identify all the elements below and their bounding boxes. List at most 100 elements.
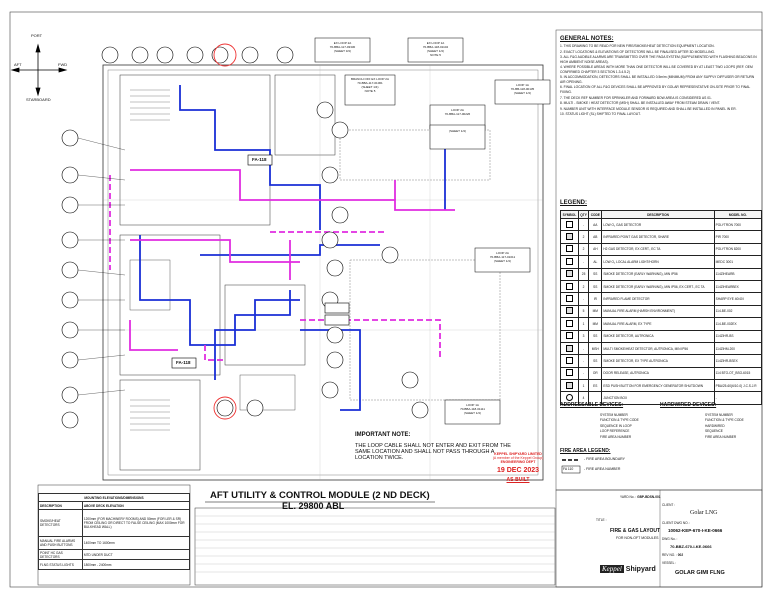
legend-code: SS [588,354,603,368]
legend-symbol [560,267,579,281]
dwg-no: 70-BBZ-670-I-KE-0666 [670,544,712,549]
legend-symbol [560,292,579,306]
keppel-logo: Keppel Shipyard [600,565,656,573]
legend-model: 114ZIHM-200 [713,341,763,356]
legend-symbol [560,317,579,331]
legend-qty: - [577,292,590,306]
legend-description: SMOKE DETECTOR, AUTRONICA [601,329,715,343]
compass-fwd: FWD [58,62,68,67]
legend-symbol-icon [565,369,573,377]
note-item: 8. MULTI - SMOKE / HEAT DETECTOR (MSH) S… [560,101,721,106]
legend-symbol [560,242,579,257]
legend-symbol [560,379,579,393]
legend-description: DOOR RELEASE, AUTRONICA [601,366,715,381]
fire-area-boundary: - FIRE AREA BOUNDARY [584,457,625,461]
legend-symbol [560,217,579,232]
legend-description: SMOKE DETECTOR, EX TYPE AUTRONICA [601,354,715,368]
legend-description: ESD PUSH BUTTON FOR EMERGENCY GENERATOR … [601,379,715,393]
title-label: TITLE : [596,518,607,522]
legend-symbol-icon [565,270,573,278]
legend-symbol-icon [565,319,573,327]
legend-table: SYMBOL QTY CODE DESCRIPTION MODEL NO. -A… [560,210,763,405]
leader-lines [77,137,126,396]
yard-no: YARD No. : GBP-BDSN-001 [620,495,661,499]
legend-description: SMOKE DETECTOR (EARLY WARNING), MIN IP56… [601,279,715,294]
legend-symbol-icon [565,295,573,303]
legend-model: SHARP EYE 40/40I [713,292,763,306]
legend-description: H2 GAS DETECTOR, EX CERT., EC TA [601,242,715,257]
legend-symbol [560,341,579,356]
legend-code: AL [588,255,603,269]
legend-model: 114-BE-002EX [713,317,763,331]
legend-title: LEGEND: [560,200,587,206]
loop-wiring-blue [139,85,446,411]
legend-qty: - [577,354,590,368]
fire-area-legend-title: FIRE AREA LEGEND: [560,448,611,454]
fire-area-number: - FIRE AREA NUMBER [584,466,621,471]
client-dwg: 10062-KEP-670-I-KE-0666 [668,528,723,533]
legend-description: MULTI SMOKE/HEAT DETECTOR, AUTRONICA, MI… [601,341,715,356]
note-item: 6. FINAL LOCATION OF ALL F&G DEVICES SHA… [560,85,751,94]
legend-description: MANUAL FIRE ALARM (HARSH ENVIRONMENT) [601,304,715,319]
legend-description: SMOKE DETECTOR (EARLY WARNING), MIN IP56 [601,267,715,281]
legend-qty: 5 [577,304,590,319]
legend-model: 114ZIHEARBEX [713,279,763,294]
note-item: 7. THE DECK REF NUMBER FOR SPRINKLER AND… [560,95,712,100]
legend-model: 114-BE-002 [713,304,763,319]
legend-symbol [560,255,579,269]
legend-symbol [560,304,579,319]
client-dwg-label: CLIENT DWG NO. : [662,521,691,525]
legend-symbol-icon [565,220,573,228]
compass-aft: AFT [14,62,22,67]
compass-rose [10,43,68,97]
legend-code: MSH [588,341,603,356]
legend-symbol-icon [565,394,573,402]
legend-qty: 2 [577,230,590,244]
note-item: 9. NUMBER UNIT WITH INTERFACE MODULE SEN… [560,106,737,111]
jb-box [324,302,350,314]
mounting-table: MOUNTING ELEVATIONS/DIMENSIONS DESCRIPTI… [38,493,191,570]
callout-loop-2a-b: (SHEET 1/4) [449,129,466,133]
legend-code: AH [588,242,603,257]
client-name: Golar LNG [690,510,718,516]
legend-symbol-icon [565,356,573,364]
revision-cloud [213,43,237,67]
legend-symbol-icon [565,381,573,389]
legend-code: OR [588,366,603,381]
legend-description: INFRARED FLAME DETECTOR [601,292,715,306]
legend-qty: - [577,217,590,232]
loop-callout-shapes [314,37,551,425]
drawing-title: AFT UTILITY & CONTROL MODULE (2 ND DECK) [210,490,430,501]
legend-symbol-icon [565,332,573,340]
legend-code: MM [588,304,603,319]
rev: REV NO. : 002 [662,553,684,557]
legend-model: 114ZIHR-BSEX [713,354,763,368]
legend-symbol [560,354,579,368]
legend-code: AA [588,217,603,232]
revision-cloud [213,396,237,420]
legend-model: POLYTRON 7000 [713,217,763,232]
legend-symbol-icon [565,282,573,290]
sheet-title: FIRE & GAS LAYOUT [610,528,661,534]
legend-qty: - [577,341,590,356]
important-note: IMPORTANT NOTE: THE LOOP CABLE SHALL NOT… [355,432,511,461]
legend-model: 114ZIHR-BS [713,329,763,343]
compass-port: PORT [31,33,43,38]
detector-markers [61,46,429,429]
legend-code: AB [588,230,603,244]
legend-qty: 4 [577,391,590,405]
legend-header: SYMBOL [560,210,579,219]
general-notes-title: GENERAL NOTES: [560,36,614,42]
fire-area-label: FA-118 [176,360,191,365]
